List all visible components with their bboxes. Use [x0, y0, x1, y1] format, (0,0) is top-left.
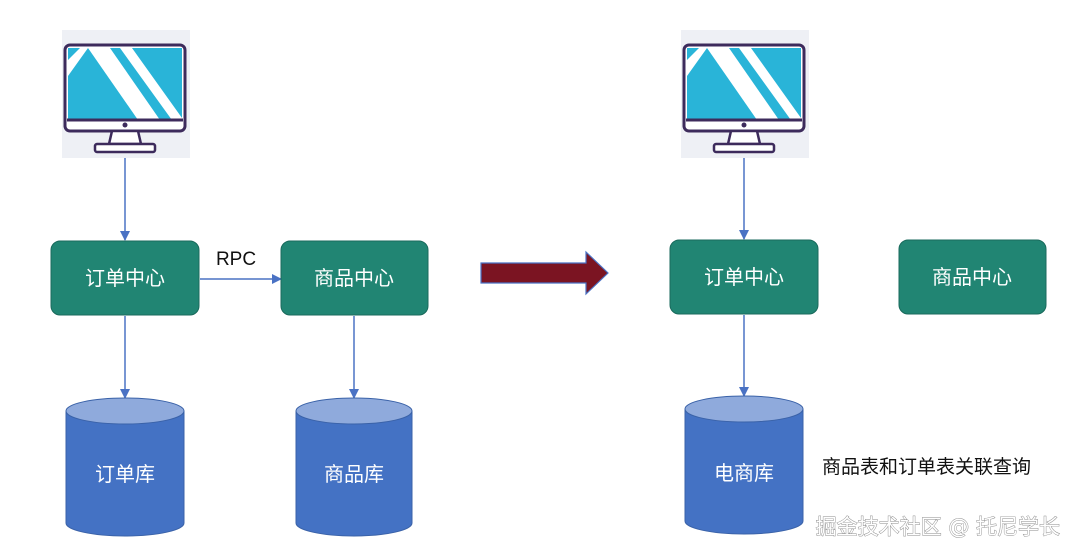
- ecommerce-database-label: 电商库: [714, 461, 774, 485]
- transition-arrow-icon: [480, 250, 609, 296]
- order-database-label: 订单库: [95, 462, 155, 486]
- order-database-cylinder: 订单库: [65, 397, 185, 537]
- order-center-label: 订单中心: [704, 265, 784, 289]
- product-center-box: 商品中心: [280, 240, 429, 316]
- product-center-label: 商品中心: [932, 265, 1012, 289]
- order-center-label: 订单中心: [85, 266, 165, 290]
- product-database-cylinder: 商品库: [295, 397, 413, 537]
- order-center-box: 订单中心: [50, 240, 200, 316]
- product-center-label: 商品中心: [314, 266, 394, 290]
- product-database-label: 商品库: [324, 462, 384, 486]
- computer-monitor-icon: [62, 30, 190, 158]
- rpc-label: RPC: [216, 249, 256, 270]
- order-center-box: 订单中心: [669, 239, 819, 315]
- computer-monitor-icon: [681, 30, 809, 158]
- watermark-text: 掘金技术社区 @ 托尼学长: [816, 515, 1060, 539]
- ecommerce-database-cylinder: 电商库: [684, 395, 804, 535]
- join-query-note: 商品表和订单表关联查询: [822, 456, 1031, 478]
- product-center-box: 商品中心: [898, 239, 1047, 315]
